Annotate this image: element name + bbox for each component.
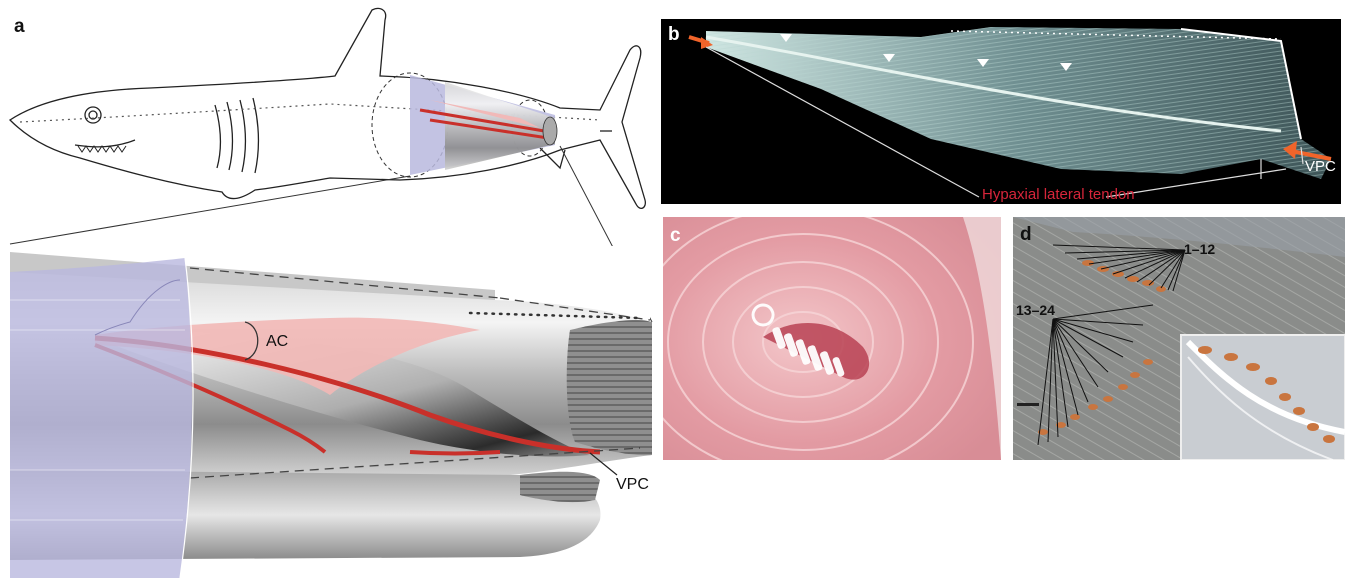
range-label-13-24: 13–24 — [1016, 302, 1055, 318]
cone-section-micrograph — [1013, 217, 1345, 460]
range-label-1-12: 1–12 — [1184, 241, 1215, 257]
shark-outline — [10, 8, 645, 208]
shark-illustration — [0, 0, 665, 579]
tendon-micrograph — [661, 19, 1341, 204]
cone-photograph — [663, 217, 1001, 460]
panel-c-photo — [663, 217, 1001, 460]
panel-c-letter: c — [670, 225, 681, 247]
vpc-label-b: VPC — [1305, 158, 1336, 175]
vpc-label-a: VPC — [616, 476, 649, 494]
inset-detail — [1181, 335, 1345, 460]
panel-a-figure: AC VPC — [0, 0, 665, 579]
panel-d-letter: d — [1020, 224, 1032, 246]
panel-b-micrograph — [661, 19, 1341, 204]
panel-b-letter: b — [668, 24, 680, 46]
tendon-label: Hypaxial lateral tendon — [982, 186, 1135, 203]
ac-label: AC — [266, 333, 288, 351]
panel-d-micrograph — [1013, 217, 1345, 460]
